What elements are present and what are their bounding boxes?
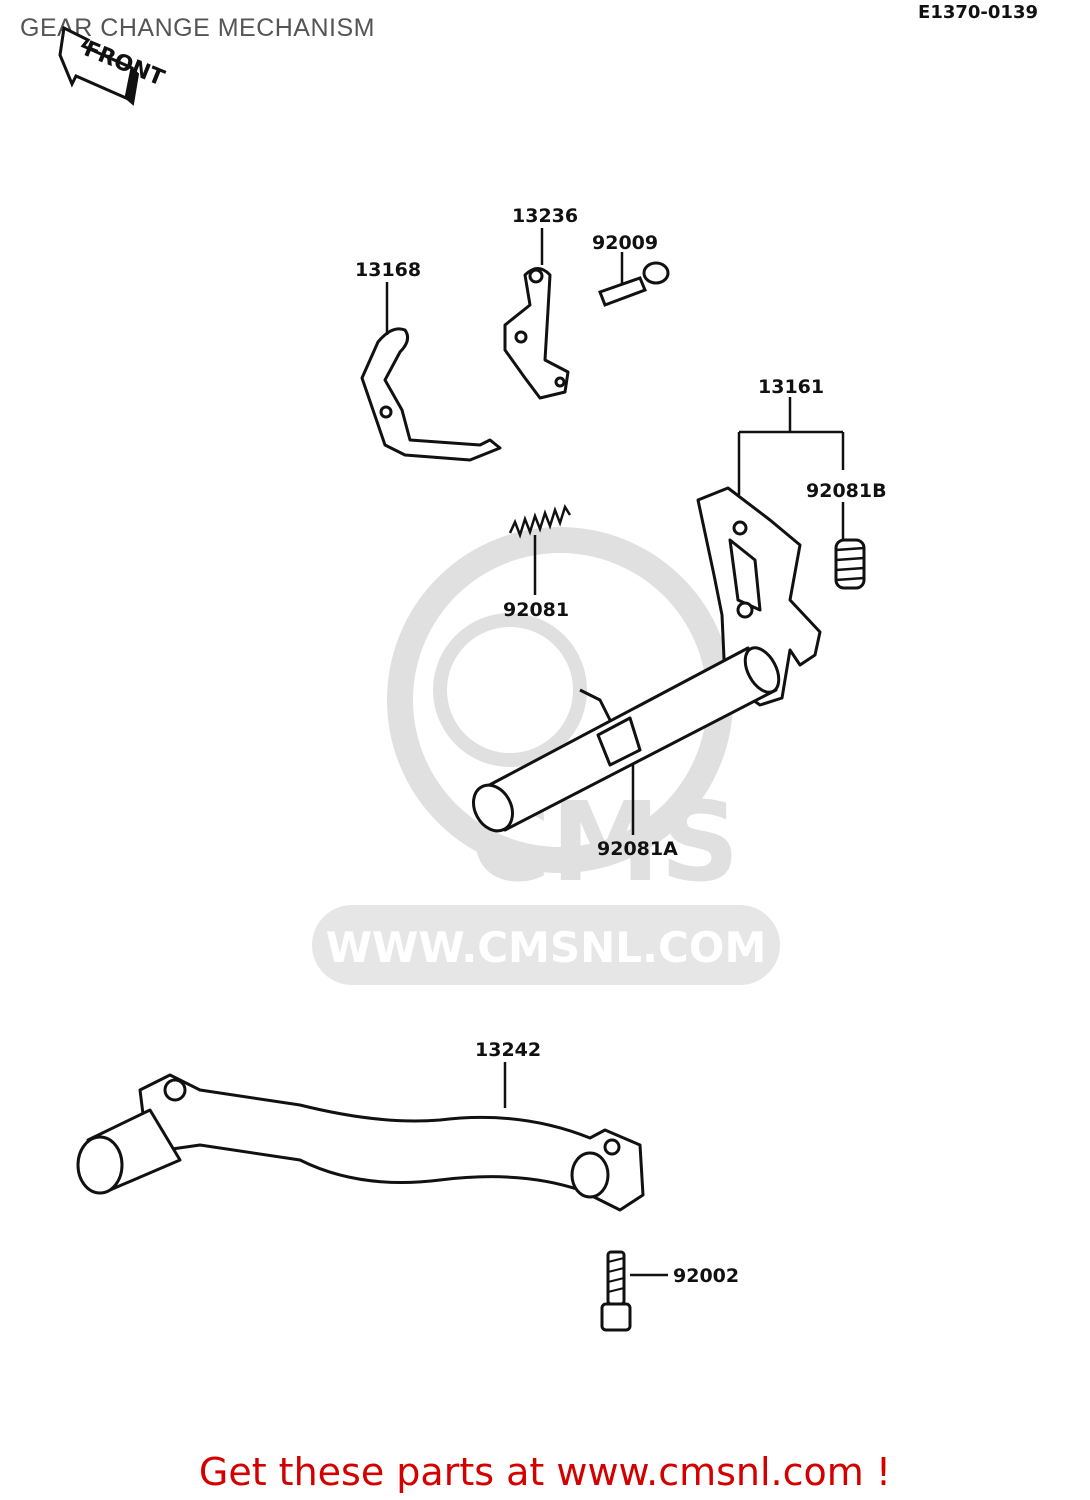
part-label-13236: 13236: [512, 205, 578, 227]
bolt-92002: [600, 1250, 632, 1332]
part-label-13242: 13242: [475, 1039, 541, 1061]
part-label-13161: 13161: [758, 376, 824, 398]
part-label-92002: 92002: [673, 1265, 739, 1287]
bracket-13236: [503, 267, 570, 400]
bracket-13168: [360, 327, 502, 462]
spring-92081B: [834, 538, 866, 590]
watermark-url: WWW.CMSNL.COM: [326, 923, 767, 972]
part-label-92081: 92081: [503, 599, 569, 621]
part-labels: 13168 13236 92009 13161 92081B 92081 920…: [355, 205, 887, 1287]
pedal-13242: [76, 1073, 645, 1212]
footer-link[interactable]: Get these parts at www.cmsnl.com !: [198, 1450, 892, 1494]
screw-92009: [598, 261, 670, 307]
part-label-92081B: 92081B: [806, 480, 887, 502]
diagram-code: E1370-0139: [918, 2, 1038, 23]
part-label-92081A: 92081A: [597, 838, 678, 860]
spring-92081: [508, 504, 572, 539]
part-label-13168: 13168: [355, 259, 421, 281]
part-label-92009: 92009: [592, 232, 658, 254]
front-arrow: FRONT: [58, 25, 168, 106]
shift-shaft-13161: [472, 486, 822, 833]
leader-lines: [385, 228, 845, 1277]
